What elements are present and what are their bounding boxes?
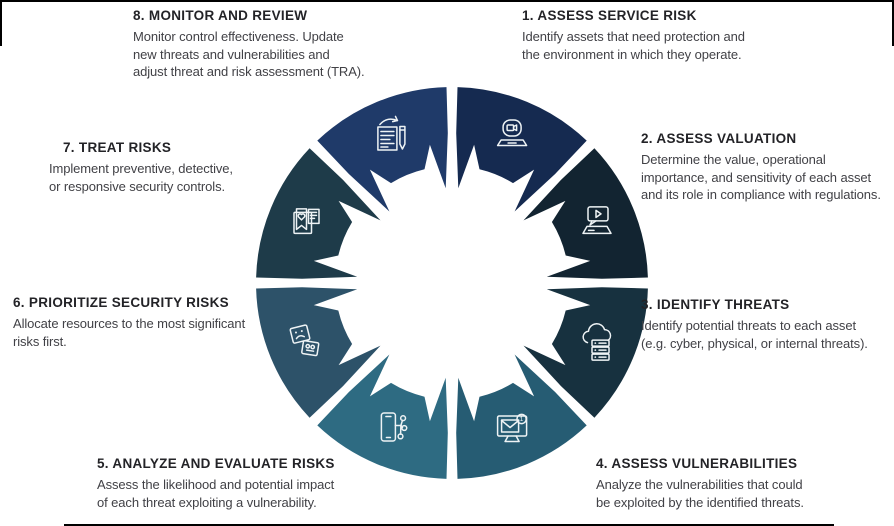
svg-text:1: 1 (520, 416, 524, 423)
step-1-description: Identify assets that need protection and… (522, 29, 745, 62)
document-edit-arrow-icon (377, 115, 406, 151)
cloud-servers-icon (582, 323, 612, 361)
step-2-description: Determine the value, operational importa… (641, 152, 881, 202)
step-3-label: 3. IDENTIFY THREATS Identify potential t… (641, 297, 868, 352)
step-4-label: 4. ASSESS VULNERABILITIES Analyze the vu… (596, 456, 804, 511)
frame-line-right (892, 0, 894, 46)
step-8-label: 8. MONITOR AND REVIEW Monitor control ef… (133, 8, 365, 81)
segment-step-3 (523, 287, 648, 418)
step-1-label: 1. ASSESS SERVICE RISK Identify assets t… (522, 8, 745, 63)
step-2-title: 2. ASSESS VALUATION (641, 131, 797, 146)
step-5-label: 5. ANALYZE AND EVALUATE RISKS Assess the… (97, 456, 335, 511)
feedback-cards-icon (289, 324, 320, 357)
step-4-title: 4. ASSESS VULNERABILITIES (596, 456, 798, 471)
step-3-title: 3. IDENTIFY THREATS (641, 297, 790, 312)
step-1-title: 1. ASSESS SERVICE RISK (522, 8, 697, 23)
bag-heart-ribbon-icon (293, 208, 320, 235)
segment-step-1 (456, 87, 587, 212)
frame-line-bottom (64, 524, 834, 526)
phone-network-icon (380, 412, 408, 442)
step-8-title: 8. MONITOR AND REVIEW (133, 8, 308, 23)
segment-step-2 (523, 148, 648, 279)
step-6-description: Allocate resources to the most significa… (13, 316, 246, 349)
step-8-description: Monitor control effectiveness. Update ne… (133, 29, 365, 79)
step-3-description: Identify potential threats to each asset… (641, 318, 868, 351)
step-4-description: Analyze the vulnerabilities that could b… (596, 477, 804, 510)
step-7-label: 7. TREAT RISKS Implement preventive, det… (49, 140, 233, 195)
step-6-title: 6. PRIORITIZE SECURITY RISKS (13, 295, 229, 310)
frame-line-left (0, 0, 2, 46)
video-call-laptop-icon (496, 119, 528, 147)
step-2-label: 2. ASSESS VALUATION Determine the value,… (641, 131, 881, 204)
email-alert-monitor-icon: 1 (496, 413, 528, 443)
step-5-description: Assess the likelihood and potential impa… (97, 477, 335, 510)
step-5-title: 5. ANALYZE AND EVALUATE RISKS (97, 456, 335, 471)
step-6-label: 6. PRIORITIZE SECURITY RISKS Allocate re… (13, 295, 245, 350)
step-7-title: 7. TREAT RISKS (63, 140, 172, 155)
video-message-laptop-icon (582, 206, 612, 235)
frame-line-top (0, 0, 894, 2)
segment-step-5 (317, 354, 448, 479)
step-7-description: Implement preventive, detective, or resp… (49, 161, 233, 194)
segment-step-6 (256, 287, 381, 418)
